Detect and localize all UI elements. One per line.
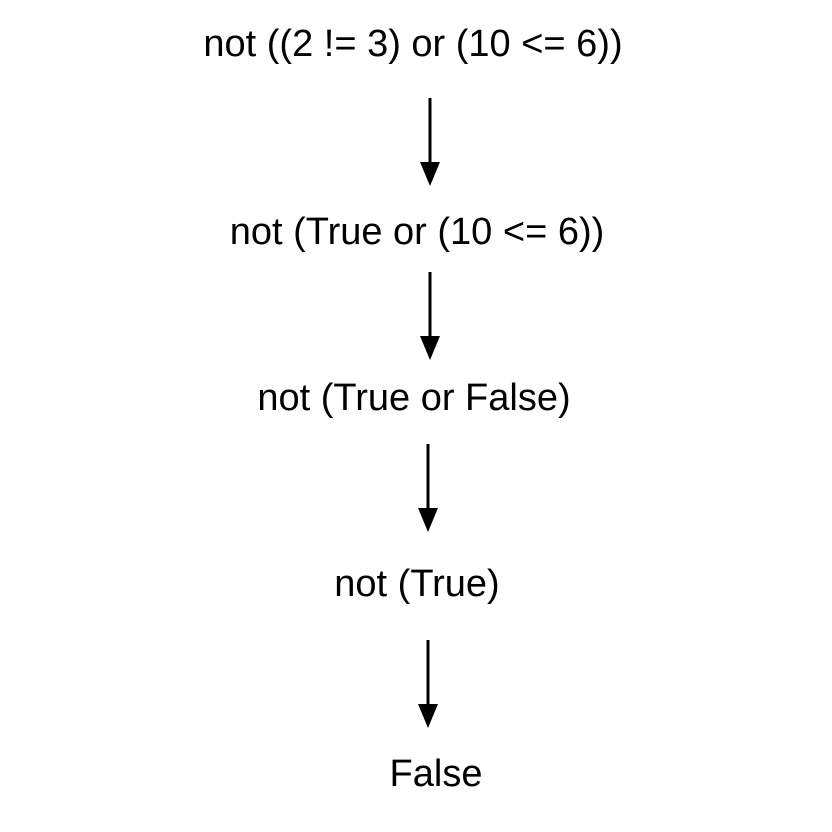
arrow-4	[418, 640, 438, 728]
step-3-expression: not (True or False)	[257, 377, 571, 419]
arrow-2	[420, 272, 440, 360]
arrow-1	[420, 98, 440, 186]
arrow-3	[418, 444, 438, 532]
step-4-expression: not (True)	[334, 563, 500, 605]
step-5-result: False	[389, 753, 483, 795]
step-1-expression: not ((2 != 3) or (10 <= 6))	[203, 23, 623, 65]
step-2-expression: not (True or (10 <= 6))	[229, 211, 605, 253]
